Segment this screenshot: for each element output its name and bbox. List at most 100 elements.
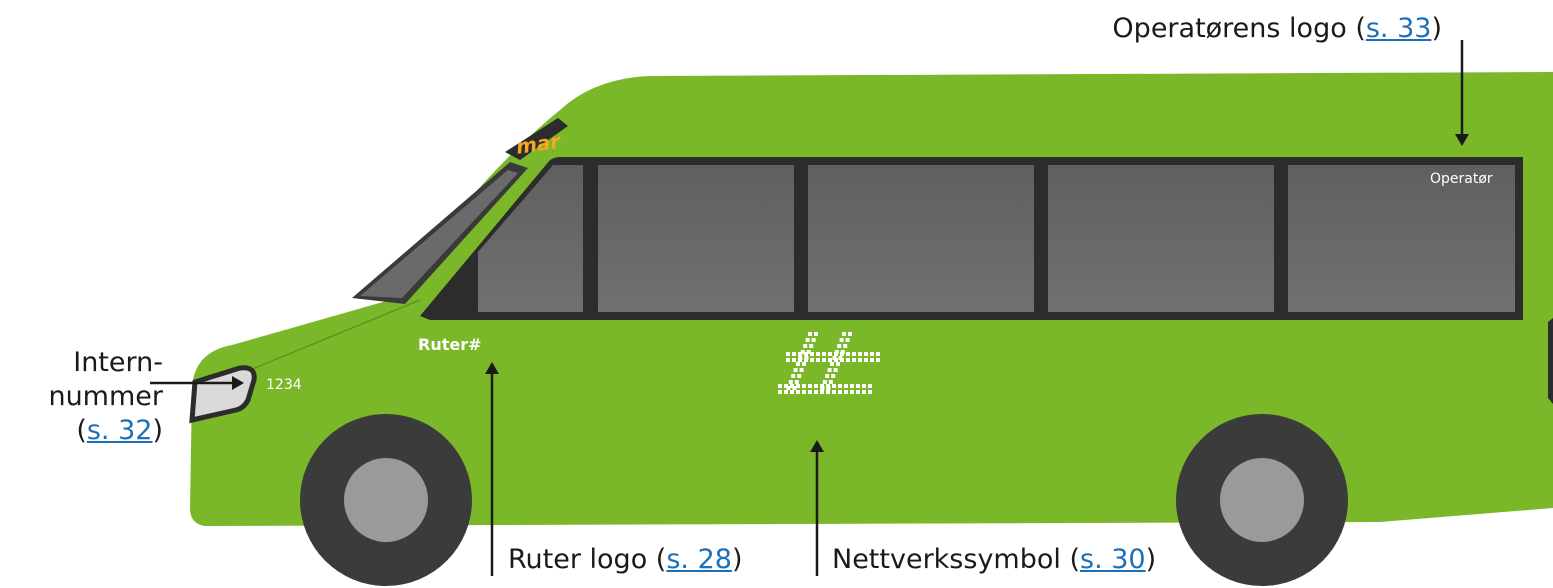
network-symbol-dot — [832, 384, 836, 388]
network-arrowhead — [810, 440, 824, 452]
network-symbol-dot — [796, 384, 800, 388]
network-symbol-dot — [799, 368, 804, 372]
network-symbol-dot — [816, 352, 820, 356]
network-page-link[interactable]: s. 30 — [1080, 544, 1146, 575]
front-hub — [344, 458, 428, 542]
network-symbol-dot — [808, 384, 812, 388]
network-symbol — [778, 332, 880, 394]
side-window-4 — [1288, 165, 1515, 312]
network-symbol-dot — [822, 380, 827, 384]
network-symbol-dot — [788, 380, 793, 384]
network-symbol-dot — [852, 358, 856, 362]
network-symbol-dot — [810, 352, 814, 356]
network-symbol-dot — [838, 390, 842, 394]
network-symbol-dot — [844, 384, 848, 388]
network-callout-label: Nettverkssymbol ( — [832, 544, 1080, 575]
network-symbol-dot — [786, 358, 790, 362]
network-symbol-dot — [822, 358, 826, 362]
ruter-arrowhead — [485, 362, 499, 374]
network-symbol-dot — [826, 384, 830, 388]
network-symbol-dot — [797, 374, 802, 378]
network-symbol-dot — [814, 390, 818, 394]
operator-callout-suffix: ) — [1431, 13, 1442, 44]
network-symbol-dot — [791, 374, 796, 378]
network-symbol-dot — [856, 390, 860, 394]
network-symbol-dot — [820, 390, 824, 394]
network-symbol-dot — [822, 352, 826, 356]
network-symbol-dot — [816, 358, 820, 362]
network-symbol-dot — [792, 358, 796, 362]
network-symbol-dot — [792, 386, 797, 390]
network-symbol-dot — [858, 358, 862, 362]
network-symbol-dot — [834, 352, 838, 356]
ruter-page-link[interactable]: s. 28 — [666, 544, 732, 575]
network-symbol-dot — [828, 358, 832, 362]
network-symbol-dot — [804, 358, 808, 362]
callout-arrows — [150, 40, 1469, 576]
network-symbol-dot — [802, 362, 806, 366]
network-symbol-dot — [846, 352, 850, 356]
network-symbol-dot — [803, 344, 808, 348]
network-symbol-dot — [808, 332, 812, 336]
intern-callout-line3: (s. 32) — [38, 414, 163, 448]
intern-open-paren: ( — [76, 415, 87, 446]
network-symbol-dot — [796, 362, 800, 366]
network-symbol-dot — [852, 352, 856, 356]
network-symbol-dot — [808, 390, 812, 394]
internal-number-text: 1234 — [266, 377, 302, 393]
network-symbol-dot — [870, 358, 874, 362]
network-symbol-dot — [838, 384, 842, 388]
network-symbol-dot — [802, 390, 806, 394]
internal-number-callout: Intern- nummer (s. 32) — [38, 346, 163, 448]
network-symbol-dot — [800, 350, 805, 354]
operator-callout-label: Operatørens logo ( — [1112, 13, 1366, 44]
network-symbol-dot — [845, 338, 850, 342]
side-window-1 — [598, 165, 794, 312]
ruter-callout-label: Ruter logo ( — [508, 544, 667, 575]
operator-logo-text: Operatør — [1430, 171, 1493, 187]
network-symbol-dot — [850, 384, 854, 388]
network-symbol-dot — [831, 374, 836, 378]
operator-page-link[interactable]: s. 33 — [1365, 13, 1432, 44]
network-symbol-dot — [796, 390, 800, 394]
network-symbol-dot — [840, 352, 844, 356]
network-symbol-dot — [790, 384, 794, 388]
side-window-2 — [808, 165, 1034, 312]
network-symbol-dot — [864, 358, 868, 362]
operator-arrowhead — [1455, 134, 1469, 146]
network-symbol-dot — [843, 344, 848, 348]
network-symbol-dot — [848, 332, 852, 336]
network-symbol-dot — [778, 384, 782, 388]
network-symbol-dot — [837, 344, 842, 348]
intern-page-link[interactable]: s. 32 — [86, 415, 153, 446]
network-symbol-dot — [798, 358, 802, 362]
network-symbol-dot — [809, 344, 814, 348]
ruter-logo-callout: Ruter logo (s. 28) — [508, 544, 742, 576]
network-symbol-dot — [798, 352, 802, 356]
network-symbol-dot — [826, 390, 830, 394]
network-callout-suffix: ) — [1145, 544, 1157, 575]
network-symbol-dot — [830, 362, 834, 366]
network-symbol-dot — [806, 350, 811, 354]
network-symbol-dot — [836, 362, 840, 366]
front-door-window — [478, 165, 583, 312]
network-symbol-dot — [840, 358, 844, 362]
network-symbol-dot — [825, 374, 830, 378]
network-symbol-dot — [778, 390, 782, 394]
network-symbol-dot — [810, 358, 814, 362]
destination-sign-frame — [505, 118, 568, 160]
side-window-3 — [1048, 165, 1274, 312]
intern-close-paren: ) — [152, 415, 163, 446]
network-symbol-dot — [870, 352, 874, 356]
network-symbol-dot — [784, 384, 788, 388]
network-symbol-dot — [844, 390, 848, 394]
network-symbol-dot — [805, 338, 810, 342]
network-symbol-dot — [828, 380, 833, 384]
operator-logo-callout: Operatørens logo (s. 33) — [1112, 13, 1442, 45]
network-symbol-dot — [856, 384, 860, 388]
network-symbol-dot — [833, 368, 838, 372]
ruter-logo-text: Ruter# — [418, 335, 482, 354]
network-symbol-dot — [876, 358, 880, 362]
